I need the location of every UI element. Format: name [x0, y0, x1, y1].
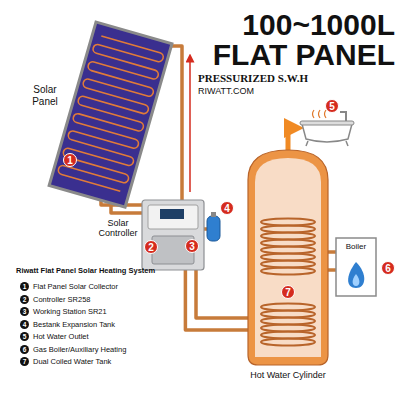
- flow-pipe: [168, 46, 182, 200]
- heat-coil: [261, 304, 315, 311]
- heat-coil: [261, 247, 315, 254]
- expansion-tank: [207, 216, 220, 241]
- text-label: RIWATT.COM: [198, 86, 254, 96]
- heat-coil: [261, 240, 315, 247]
- node-label: Boiler: [336, 242, 376, 251]
- flow-arrow: [189, 58, 191, 192]
- node-label: Solar Panel: [24, 84, 66, 107]
- tank-node: Hot Water Cylinder: [248, 150, 328, 365]
- legend-number: 2: [20, 295, 29, 304]
- text-label: PRESSURIZED S.W.H: [198, 72, 308, 84]
- controller-node: Solar Controller: [142, 200, 204, 270]
- callout-number: 5: [325, 99, 339, 113]
- controller-unit: [148, 205, 198, 229]
- panel-outline: [48, 20, 174, 210]
- heat-coil: [261, 318, 315, 325]
- node-label: Solar Controller: [96, 218, 140, 239]
- heat-coil: [261, 339, 315, 346]
- flame-core: [353, 274, 360, 286]
- heat-coil: [261, 325, 315, 332]
- pump-station: [152, 236, 194, 264]
- pipe-connector: [185, 270, 248, 330]
- legend-number: 1: [20, 282, 29, 291]
- legend-number: 3: [20, 307, 29, 316]
- heat-coil: [261, 332, 315, 339]
- heat-coil: [261, 311, 315, 318]
- legend-number: 4: [20, 320, 29, 329]
- return-pipe: [328, 268, 336, 272]
- legend-text: Dual Coiled Water Tank: [33, 357, 111, 366]
- callout-number: 6: [381, 261, 395, 275]
- panel-node: Solar Panel: [48, 20, 174, 210]
- node-label: Hot Water Cylinder: [233, 370, 343, 380]
- heat-coil: [261, 226, 315, 233]
- boiler-node: Boiler: [336, 238, 376, 296]
- legend-text: Hot Water Outlet: [33, 332, 89, 341]
- text-label: Riwatt Flat Panel Solar Heating System: [16, 266, 155, 275]
- collector-frame: [49, 22, 172, 207]
- flame-icon: [348, 262, 364, 288]
- pipe-connector: [328, 250, 336, 254]
- legend-number: 6: [20, 345, 29, 354]
- legend-text: Gas Boiler/Auxiliary Heating: [33, 345, 126, 354]
- absorber-coil: [57, 35, 164, 193]
- cylinder-inner: [255, 158, 321, 357]
- return-pipe: [196, 270, 248, 318]
- tank-outline: [248, 150, 328, 365]
- legend-text: Controller SR258: [33, 295, 91, 304]
- callout-number: 4: [220, 201, 234, 215]
- title: 100~1000L FLAT PANEL: [185, 10, 395, 70]
- heat-coil: [261, 233, 315, 240]
- heat-coil: [261, 254, 315, 261]
- station-housing: [142, 200, 204, 270]
- hot-water-arrow: [288, 128, 294, 150]
- legend-number: 5: [20, 332, 29, 341]
- cylinder-shell: [248, 150, 328, 365]
- heat-coil: [261, 261, 315, 268]
- controller-outline: [142, 200, 204, 270]
- heat-coil: [261, 219, 315, 226]
- tank-valve: [211, 212, 216, 217]
- legend-text: Bestank Expansion Tank: [33, 320, 115, 329]
- heat-coil: [261, 268, 315, 275]
- controller-screen: [160, 209, 184, 219]
- legend-text: Working Station SR21: [33, 307, 107, 316]
- boiler-box: [336, 238, 376, 296]
- legend-text: Flat Panel Solar Collector: [33, 282, 118, 291]
- legend-number: 7: [20, 357, 29, 366]
- bathtub: [300, 110, 354, 146]
